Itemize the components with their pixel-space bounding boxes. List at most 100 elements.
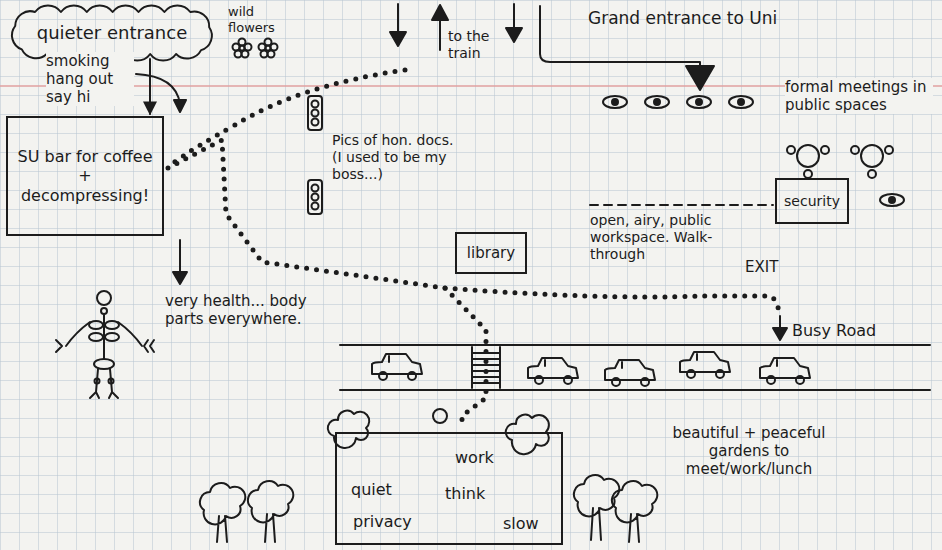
meeting-table xyxy=(797,145,819,167)
place-name: security xyxy=(784,193,840,210)
flower-petal xyxy=(242,51,249,58)
skeleton-knee xyxy=(95,379,100,384)
eye-pupil xyxy=(889,197,895,203)
car xyxy=(528,358,578,378)
tree xyxy=(248,481,293,542)
road-edge xyxy=(340,389,930,391)
bush xyxy=(328,411,369,448)
place-box: security xyxy=(775,178,849,224)
flower-petal xyxy=(233,44,240,51)
portrait xyxy=(312,185,319,192)
skeleton-legs xyxy=(90,369,118,398)
car-wheel xyxy=(535,376,543,384)
flower-petal xyxy=(261,51,268,58)
skeleton-spine xyxy=(103,315,105,359)
garden-plot: work quiet think privacy slow xyxy=(335,432,563,545)
place-name: quiet xyxy=(351,480,392,499)
skeleton-knee xyxy=(109,379,114,384)
skeleton-head xyxy=(97,291,111,305)
place-box: SU bar for coffee + decompressing! xyxy=(6,116,164,236)
map-note: beautiful + peaceful gardens to meet/wor… xyxy=(660,424,838,478)
arrow-head xyxy=(773,328,787,340)
path-marker xyxy=(433,409,447,423)
meeting-table xyxy=(861,145,883,167)
arrow-head xyxy=(174,100,186,112)
map-note: very health... body parts everywhere. xyxy=(165,292,315,328)
map-note: open, airy, public workspace. Walk-throu… xyxy=(590,212,762,262)
car-wheel xyxy=(612,378,620,386)
eye-symbol xyxy=(687,96,711,108)
car xyxy=(372,354,422,374)
skeleton-marks xyxy=(56,340,154,352)
skeleton-rib xyxy=(105,333,119,341)
eye-symbol xyxy=(645,96,669,108)
map-note: Grand entrance to Uni xyxy=(588,8,788,28)
flower-petal xyxy=(259,44,266,51)
flower-petal xyxy=(268,51,275,58)
car-wheel xyxy=(687,370,695,378)
skeleton-rib xyxy=(105,321,119,329)
skeleton-arms xyxy=(66,322,142,346)
walking-path xyxy=(168,140,486,428)
eye-pupil xyxy=(696,99,702,105)
skeleton-rib xyxy=(89,321,103,329)
portrait xyxy=(312,110,319,117)
car-wheel xyxy=(379,372,387,380)
place-name: work xyxy=(455,448,494,467)
car-wheel xyxy=(408,372,416,380)
meeting-chair xyxy=(851,146,859,154)
map-note: formal meetings in public spaces xyxy=(785,78,933,114)
car-wheel xyxy=(641,378,649,386)
car-wheel xyxy=(796,376,804,384)
place-name: think xyxy=(445,484,485,503)
place-name: privacy xyxy=(353,512,412,531)
place-name: quieter entrance xyxy=(37,22,188,44)
place-name: slow xyxy=(503,514,539,533)
flower-petal xyxy=(245,44,252,51)
eye-pupil xyxy=(612,99,618,105)
place-name: SU bar for coffee + decompressing! xyxy=(17,147,153,205)
map-note: smoking hang out say hi xyxy=(46,52,134,106)
meeting-chair xyxy=(885,146,893,154)
callout-arrow xyxy=(179,240,181,276)
arrow-head xyxy=(173,272,187,284)
arrow-head xyxy=(686,66,714,90)
portrait xyxy=(312,101,319,108)
arrow-head xyxy=(390,32,406,46)
tree xyxy=(612,481,657,542)
portrait-frame xyxy=(308,180,322,214)
map-note: to the train xyxy=(448,28,504,62)
car-wheel xyxy=(767,376,775,384)
place-name: library xyxy=(467,244,515,262)
meeting-chair xyxy=(868,170,876,178)
walk-arrow xyxy=(149,59,151,114)
arrow-head xyxy=(506,28,522,42)
meeting-chair xyxy=(821,146,829,154)
eye-symbol xyxy=(880,194,904,206)
tree xyxy=(200,483,245,542)
portrait xyxy=(312,203,319,210)
map-note: Pics of hon. docs. (I used to be my boss… xyxy=(332,132,457,182)
eye-pupil xyxy=(738,99,744,105)
map-label: Busy Road xyxy=(792,321,876,340)
skeleton-neck xyxy=(101,308,107,314)
car xyxy=(605,360,655,380)
walking-path xyxy=(445,288,779,314)
portrait xyxy=(312,119,319,126)
car xyxy=(680,352,730,372)
workspace-boundary xyxy=(590,204,773,206)
map-label: EXIT xyxy=(745,258,778,276)
map-note: wild flowers xyxy=(228,4,288,35)
flower-petal xyxy=(235,51,242,58)
tree xyxy=(574,475,619,540)
eye-symbol xyxy=(729,96,753,108)
portrait-frame xyxy=(308,96,322,130)
meeting-chair xyxy=(804,170,812,178)
car-wheel xyxy=(716,370,724,378)
car-wheel xyxy=(564,376,572,384)
flower-petal xyxy=(271,44,278,51)
portrait xyxy=(312,194,319,201)
road-edge xyxy=(340,344,930,346)
bush xyxy=(506,415,549,454)
